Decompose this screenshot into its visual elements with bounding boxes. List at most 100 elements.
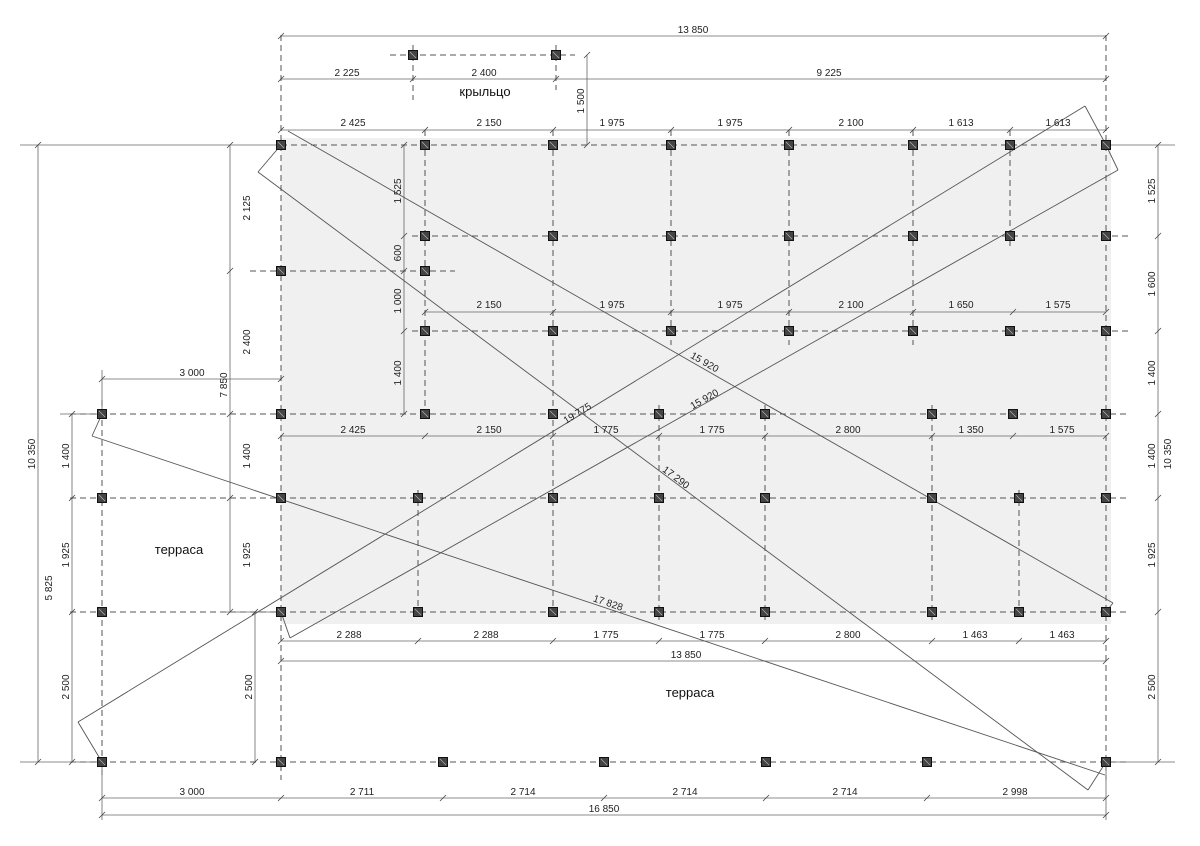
- post-cross: [1009, 410, 1017, 418]
- dim-row2: 1 975: [599, 300, 624, 311]
- dim-row2: 2 100: [838, 300, 863, 311]
- post-cross: [549, 141, 557, 149]
- dim-row4: 1 463: [1049, 630, 1074, 641]
- dimension-tick: [277, 432, 285, 440]
- post-cross: [909, 232, 917, 240]
- dimension-tick: [277, 375, 285, 383]
- dimension-tick: [928, 637, 936, 645]
- post-cross: [909, 141, 917, 149]
- dimension-tick: [277, 75, 285, 83]
- post-cross: [277, 141, 285, 149]
- dim-row1: 1 975: [717, 118, 742, 129]
- dim-row1: 1 613: [1045, 118, 1070, 129]
- dimension-tick: [909, 308, 917, 316]
- dimension-ticks: [34, 32, 1162, 819]
- dim-row2: 2 150: [476, 300, 501, 311]
- dim-bottom-row: 3 000: [179, 787, 204, 798]
- post-cross: [277, 608, 285, 616]
- post-cross: [923, 758, 931, 766]
- post-cross: [1015, 494, 1023, 502]
- post-cross: [98, 758, 106, 766]
- dim-right: 1 525: [1147, 178, 1158, 203]
- dimension-tick: [583, 51, 591, 59]
- dimension-tick: [226, 141, 234, 149]
- dimension-tick: [1154, 494, 1162, 502]
- dimension-tick: [98, 794, 106, 802]
- dim-bottom-total: 16 850: [589, 804, 620, 815]
- dimension-tick: [1154, 758, 1162, 766]
- dimension-tick: [226, 267, 234, 275]
- post-cross: [761, 494, 769, 502]
- post-cross: [414, 494, 422, 502]
- dim-left-terrace: 1 925: [61, 542, 72, 567]
- dimension-tick: [400, 267, 408, 275]
- post-cross: [761, 608, 769, 616]
- dim-left-inner: 2 500: [244, 674, 255, 699]
- dimension-tick: [761, 637, 769, 645]
- dimension-tick: [1102, 794, 1110, 802]
- dimension-tick: [1154, 232, 1162, 240]
- dim-left-inner: 2 400: [242, 329, 253, 354]
- dimension-tick: [1009, 432, 1017, 440]
- post-cross: [928, 494, 936, 502]
- dimension-tick: [549, 126, 557, 134]
- dimension-tick: [400, 327, 408, 335]
- dim-bottom-row: 2 714: [510, 787, 535, 798]
- dimension-tick: [1102, 432, 1110, 440]
- post-cross: [277, 410, 285, 418]
- dimension-tick: [549, 432, 557, 440]
- dim-inner-col: 1 525: [393, 178, 404, 203]
- dimension-tick: [277, 637, 285, 645]
- dim-left-terrace: 1 400: [61, 443, 72, 468]
- post-cross: [1102, 758, 1110, 766]
- dimension-tick: [277, 794, 285, 802]
- post-cross: [1006, 327, 1014, 335]
- dimension-tick: [34, 758, 42, 766]
- dimension-tick: [414, 637, 422, 645]
- dim-porch-left: 2 225: [334, 68, 359, 79]
- dim-main-width: 13 850: [671, 650, 702, 661]
- dimension-tick: [1102, 126, 1110, 134]
- diagonal-lines: [77, 105, 1119, 791]
- post-cross: [549, 608, 557, 616]
- dimension-tick: [277, 657, 285, 665]
- dimension-tick: [68, 494, 76, 502]
- dimension-tick: [600, 794, 608, 802]
- dim-terrace-left-width: 3 000: [179, 368, 204, 379]
- dim-row1: 2 150: [476, 118, 501, 129]
- dim-row3: 1 775: [593, 425, 618, 436]
- dim-row4: 2 288: [473, 630, 498, 641]
- post-cross: [1015, 608, 1023, 616]
- dimension-tick: [1009, 308, 1017, 316]
- dimension-tick: [1154, 327, 1162, 335]
- dimension-tick: [34, 141, 42, 149]
- dimension-tick: [98, 811, 106, 819]
- post-cross: [277, 758, 285, 766]
- dim-porch-width: 2 400: [471, 68, 496, 79]
- dimension-tick: [1006, 126, 1014, 134]
- dimension-tick: [785, 126, 793, 134]
- dimension-tick: [421, 432, 429, 440]
- dimension-tick: [1102, 32, 1110, 40]
- dimension-tick: [400, 141, 408, 149]
- post-cross: [549, 410, 557, 418]
- dimension-tick: [1154, 608, 1162, 616]
- dimension-tick: [549, 637, 557, 645]
- post-cross: [409, 51, 417, 59]
- post-cross: [421, 232, 429, 240]
- post-cross: [785, 232, 793, 240]
- house-footprint: [281, 138, 1111, 624]
- dimension-tick: [1154, 410, 1162, 418]
- post-cross: [421, 410, 429, 418]
- dimension-tick: [1102, 637, 1110, 645]
- dim-right: 1 400: [1147, 443, 1158, 468]
- dimension-tick: [277, 126, 285, 134]
- dimension-tick: [1102, 657, 1110, 665]
- post-cross: [655, 410, 663, 418]
- dim-left-inner: 2 125: [242, 195, 253, 220]
- dimension-tick: [251, 758, 259, 766]
- dim-left-inner: 1 400: [242, 443, 253, 468]
- post-cross: [549, 327, 557, 335]
- dim-row4: 1 463: [962, 630, 987, 641]
